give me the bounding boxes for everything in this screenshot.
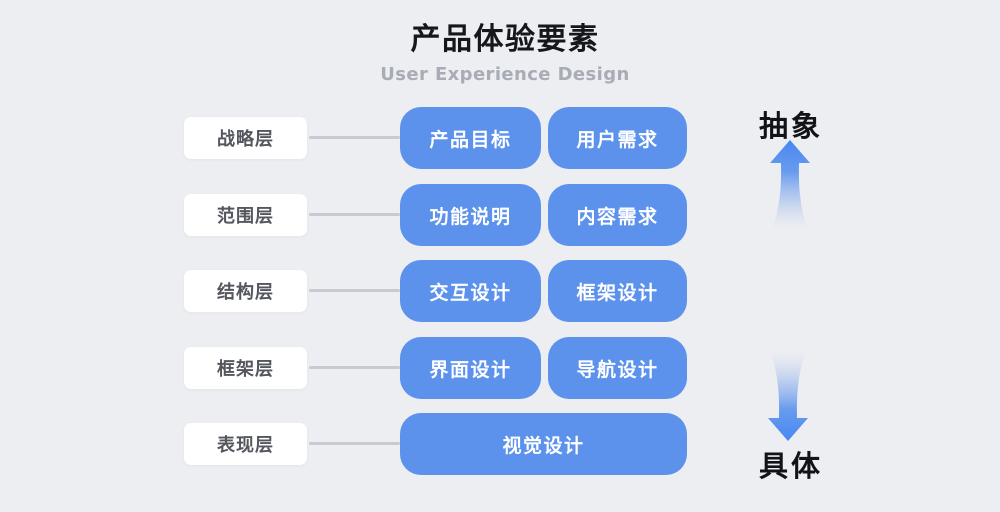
element-card-label: 用户需求 (576, 128, 659, 151)
layer-label-card: 表现层 (184, 423, 307, 465)
element-card: 用户需求 (548, 107, 687, 169)
layer-label: 表现层 (217, 435, 274, 456)
element-card: 导航设计 (548, 337, 687, 399)
element-card-label: 交互设计 (429, 281, 512, 304)
element-cards: 界面设计 导航设计 (400, 337, 687, 399)
element-card: 产品目标 (400, 107, 541, 169)
layer-row-strategy: 战略层 产品目标 用户需求 (184, 107, 687, 169)
layer-label: 战略层 (217, 129, 274, 150)
connector-line (309, 442, 400, 445)
element-cards: 视觉设计 (400, 413, 687, 475)
element-cards: 功能说明 内容需求 (400, 184, 687, 246)
abstract-label: 抽象 (758, 109, 823, 143)
element-card: 视觉设计 (400, 413, 687, 475)
element-card-label: 内容需求 (576, 205, 659, 228)
layer-label-card: 结构层 (184, 270, 307, 312)
layer-label: 范围层 (217, 206, 274, 227)
concrete-label: 具体 (758, 449, 823, 483)
page-title: 产品体验要素 (410, 22, 600, 57)
layer-row-skeleton: 框架层 界面设计 导航设计 (184, 337, 687, 399)
layer-label-card: 范围层 (184, 194, 307, 236)
layer-row-surface: 表现层 视觉设计 (184, 413, 687, 475)
element-card-label: 产品目标 (429, 128, 512, 151)
page-subtitle: User Experience Design (380, 64, 630, 85)
layer-label: 框架层 (217, 359, 274, 380)
connector-line (309, 366, 400, 369)
element-card-label: 功能说明 (429, 205, 512, 228)
element-card-label: 界面设计 (429, 358, 512, 381)
element-card-label: 导航设计 (576, 358, 659, 381)
down-arrow-icon (768, 350, 808, 441)
element-cards: 产品目标 用户需求 (400, 107, 687, 169)
element-card: 框架设计 (548, 260, 687, 322)
layer-row-scope: 范围层 功能说明 内容需求 (184, 184, 687, 246)
element-card: 界面设计 (400, 337, 541, 399)
layer-row-structure: 结构层 交互设计 框架设计 (184, 260, 687, 322)
connector-line (309, 213, 400, 216)
element-card: 内容需求 (548, 184, 687, 246)
element-card: 功能说明 (400, 184, 541, 246)
up-arrow-icon (770, 140, 810, 231)
connector-line (309, 289, 400, 292)
element-card: 交互设计 (400, 260, 541, 322)
layer-label-card: 框架层 (184, 347, 307, 389)
element-card-label: 视觉设计 (502, 434, 585, 457)
layer-label-card: 战略层 (184, 117, 307, 159)
element-card-label: 框架设计 (576, 281, 659, 304)
layer-label: 结构层 (217, 282, 274, 303)
element-cards: 交互设计 框架设计 (400, 260, 687, 322)
connector-line (309, 136, 400, 139)
diagram-header: 产品体验要素 User Experience Design (5, 14, 1000, 85)
